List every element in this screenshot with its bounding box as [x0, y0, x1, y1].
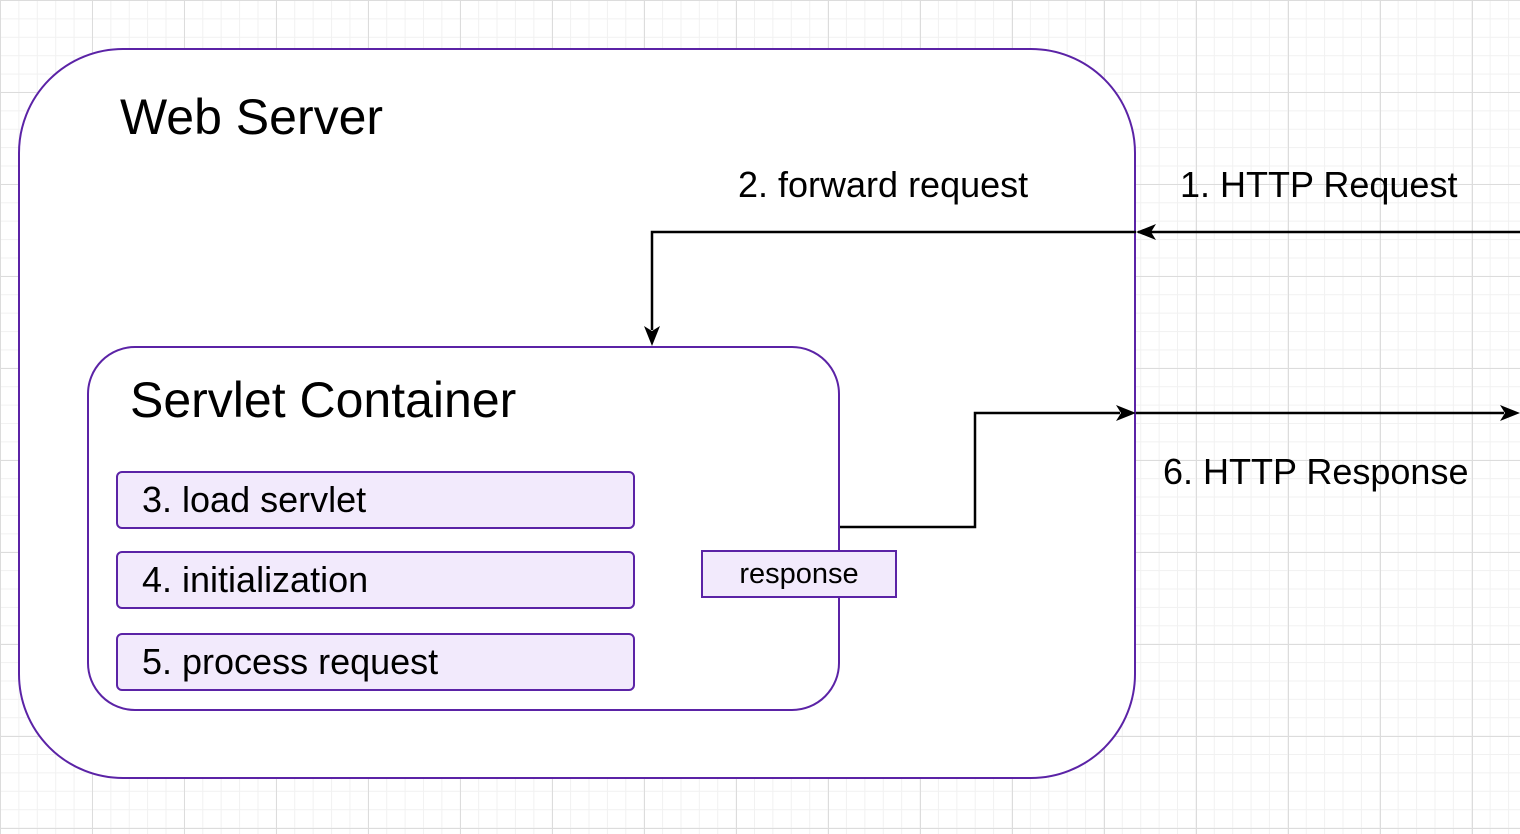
step-process-request[interactable]: 5. process request: [116, 633, 635, 691]
forward-request-arrowhead: [644, 326, 660, 346]
forward-request-label: 2. forward request: [738, 164, 1029, 205]
forward-request-arrow: [650, 230, 1136, 330]
response-arrowhead: [1116, 405, 1136, 421]
step-load-servlet[interactable]: 3. load servlet: [116, 471, 635, 529]
http-request-label: 1. HTTP Request: [1180, 164, 1458, 205]
response-box[interactable]: response: [701, 550, 897, 598]
servlet-container-title: Servlet Container: [130, 372, 517, 428]
http-response-label: 6. HTTP Response: [1163, 451, 1469, 492]
response-arrow: [840, 411, 1120, 529]
http-request-arrowhead: [1136, 224, 1156, 240]
http-response-arrowhead: [1500, 405, 1520, 421]
step-initialization[interactable]: 4. initialization: [116, 551, 635, 609]
web-server-title: Web Server: [120, 89, 384, 145]
